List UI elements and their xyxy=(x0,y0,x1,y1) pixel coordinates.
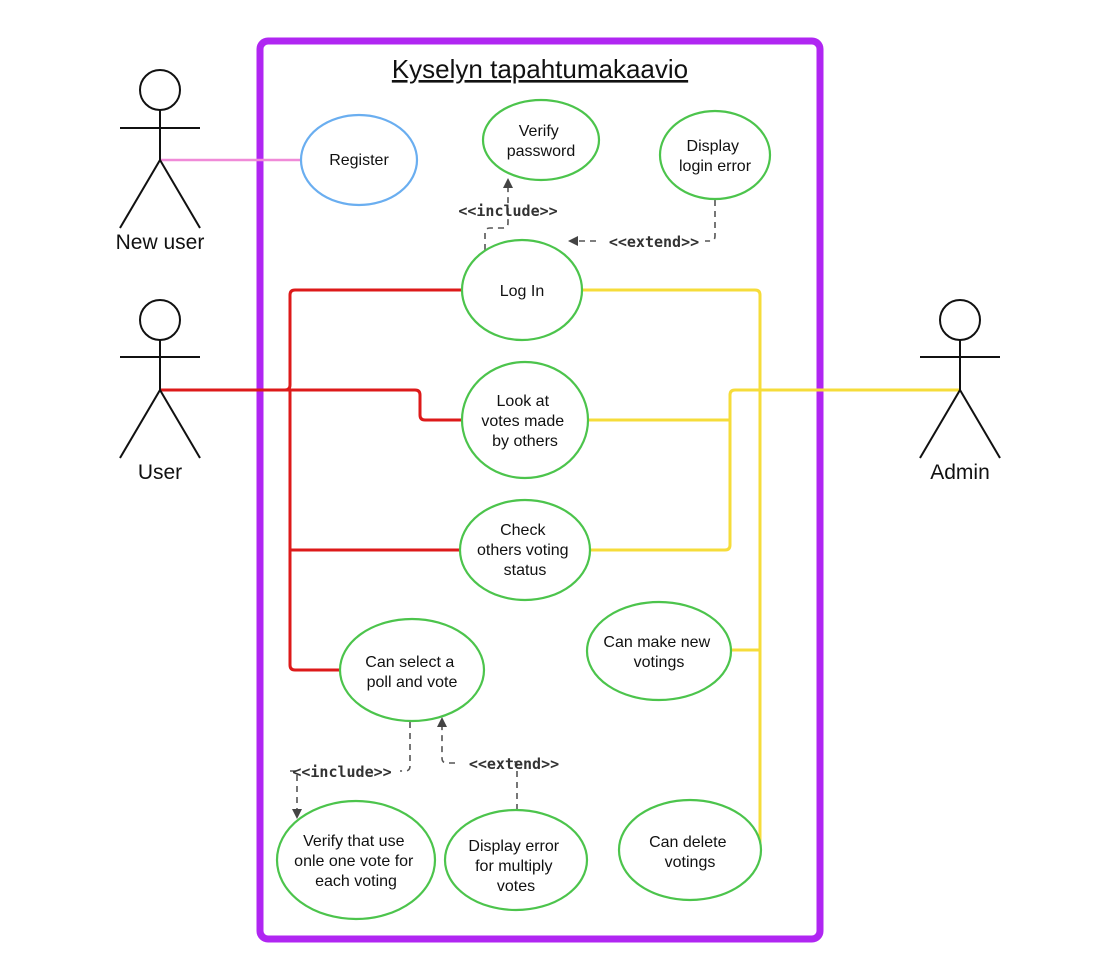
usecase-verify-one-vote[interactable] xyxy=(275,799,437,921)
actor-admin xyxy=(919,299,1001,459)
use-case-labels: Register Verify password Display login e… xyxy=(294,123,752,895)
admin-connectors xyxy=(582,288,960,852)
label-register: Register xyxy=(329,152,389,169)
actor-user-label: User xyxy=(138,461,182,484)
use-cases xyxy=(275,98,772,921)
usecase-display-multi-vote-error[interactable] xyxy=(443,808,589,912)
dashed-relations xyxy=(290,178,716,814)
extend-login-label: <<extend>> xyxy=(609,233,699,251)
label-check-voting-status: Check others voting status xyxy=(477,522,573,579)
usecase-display-login-error[interactable] xyxy=(658,109,772,201)
user-trunk-line xyxy=(160,288,462,392)
user-login-to-vote-line xyxy=(288,390,340,672)
actor-user xyxy=(119,299,201,459)
actor-admin-label: Admin xyxy=(930,461,990,484)
extend-login-arrow xyxy=(573,200,716,241)
actor-new-user xyxy=(119,69,201,229)
label-display-login-error: Display login error xyxy=(679,138,752,175)
admin-login-line xyxy=(582,288,762,852)
user-connectors xyxy=(160,288,462,672)
usecase-select-poll[interactable] xyxy=(338,617,486,723)
diagram-title: Kyselyn tapahtumakaavio xyxy=(392,54,688,84)
usecase-check-voting-status[interactable] xyxy=(458,498,592,602)
system-boundary xyxy=(256,37,824,943)
include-login-arrow xyxy=(484,178,513,250)
user-look-votes-line xyxy=(285,388,462,422)
label-display-multi-vote-error: Display error for multiply votes xyxy=(468,838,563,895)
label-delete-votings: Can delete votings xyxy=(649,834,731,871)
usecase-verify-password[interactable] xyxy=(481,98,601,182)
include-vote-arrow xyxy=(290,722,411,814)
usecase-delete-votings[interactable] xyxy=(617,798,763,902)
label-look-at-votes: Look at votes made by others xyxy=(481,393,568,450)
label-log-in: Log In xyxy=(500,283,544,300)
actor-new-user-label: New user xyxy=(116,231,205,254)
label-verify-one-vote: Verify that use onle one vote for each v… xyxy=(294,833,418,890)
extend-vote-label: <<extend>> xyxy=(469,755,559,773)
admin-head-icon xyxy=(939,299,981,341)
user-head-icon xyxy=(139,299,181,341)
usecase-make-votings[interactable] xyxy=(585,600,733,702)
include-vote-label: <<include>> xyxy=(292,763,391,781)
usecase-log-in[interactable] xyxy=(460,238,584,342)
usecase-look-at-votes[interactable] xyxy=(460,360,590,480)
admin-branch-line xyxy=(590,388,765,552)
label-select-poll: Can select a poll and vote xyxy=(365,654,458,691)
label-verify-password: Verify password xyxy=(507,123,575,160)
include-login-label: <<include>> xyxy=(458,202,557,220)
extend-vote-arrow xyxy=(442,722,518,810)
usecase-register[interactable] xyxy=(299,113,419,207)
label-make-votings: Can make new votings xyxy=(603,634,714,671)
new-user-head-icon xyxy=(139,69,181,111)
